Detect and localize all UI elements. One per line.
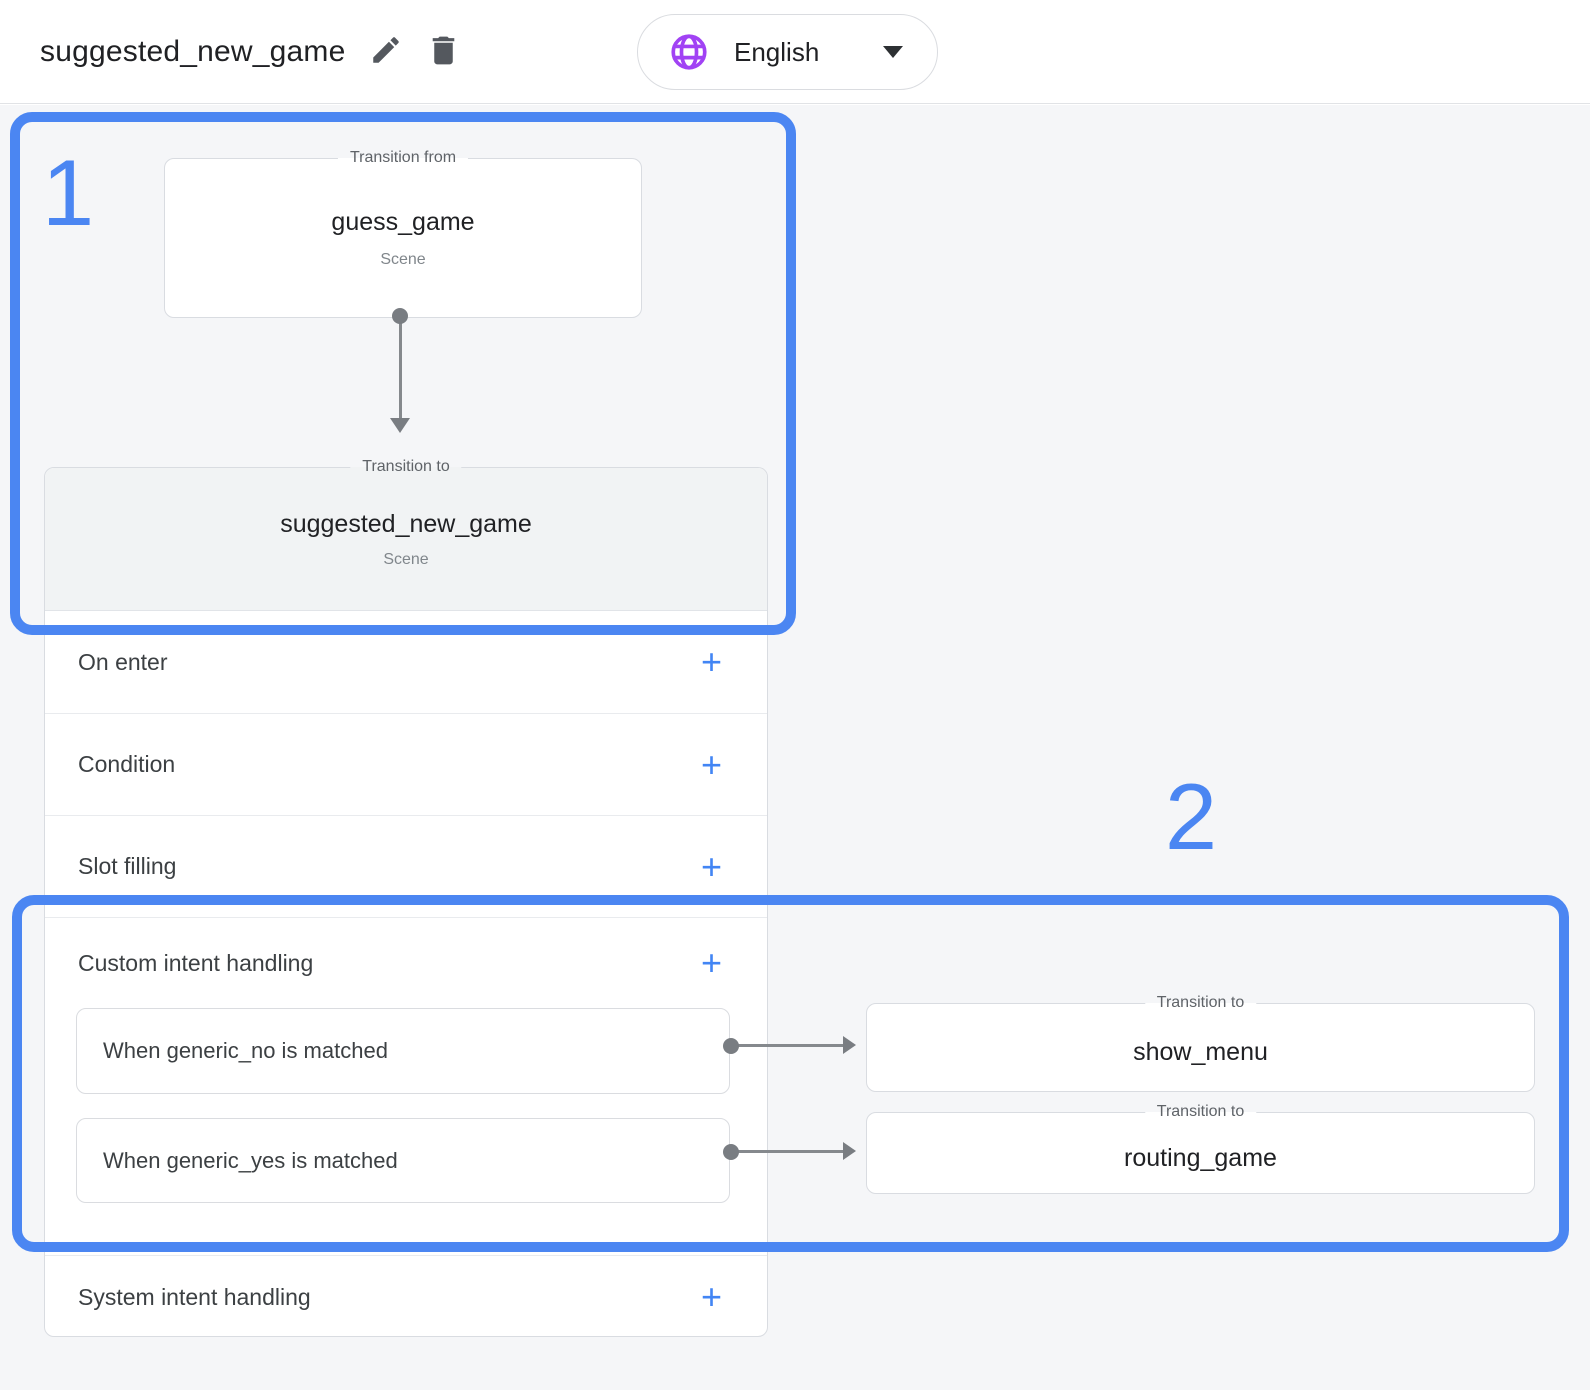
from-scene-name: guess_game [331,207,475,236]
target-legend: Transition to [1144,992,1257,1014]
arrow-down-icon [390,418,410,433]
intent-handler-generic-no[interactable]: When generic_no is matched [76,1008,730,1094]
target-scene-name: show_menu [1133,1038,1268,1066]
custom-intent-label: Custom intent handling [78,949,314,976]
scene-panel: Transition to suggested_new_game Scene O… [44,456,768,1338]
add-system-intent-button[interactable]: + [700,1276,722,1317]
row-slot-filling: Slot filling + [45,815,767,917]
connector-dot [723,1038,739,1054]
intent-handler-generic-yes[interactable]: When generic_yes is matched [76,1118,730,1203]
add-slot-filling-button[interactable]: + [700,845,722,887]
current-scene-type: Scene [383,550,429,568]
header-bar: suggested_new_game English [0,0,1590,104]
language-label: English [734,36,820,67]
handler-text: When generic_no is matched [103,1038,388,1063]
page-title: suggested_new_game [40,34,346,68]
target-scene-name: routing_game [1124,1143,1277,1172]
transition-to-legend: Transition to [350,456,462,478]
condition-label: Condition [78,751,176,777]
pencil-icon [369,33,403,70]
add-custom-intent-button[interactable]: + [700,942,722,983]
chevron-down-icon [883,46,903,58]
target-legend: Transition to [1144,1101,1257,1123]
row-condition: Condition + [45,713,767,815]
language-selector[interactable]: English [637,14,938,90]
transition-to-node[interactable]: Transition to suggested_new_game Scene [45,456,767,611]
transition-from-legend: Transition from [337,147,469,169]
add-condition-button[interactable]: + [700,743,722,785]
connector-dot [723,1144,739,1160]
add-on-enter-button[interactable]: + [700,641,722,682]
slot-filling-label: Slot filling [78,853,177,879]
connector-line [737,1044,845,1047]
arrow-right-icon [843,1036,856,1054]
custom-intent-section: Custom intent handling + When generic_no… [45,917,767,1255]
row-system-intent: System intent handling + [45,1255,767,1338]
system-intent-label: System intent handling [78,1283,311,1310]
transition-from-node[interactable]: Transition from guess_game Scene [164,147,642,318]
connector-line [737,1150,845,1153]
handler-text: When generic_yes is matched [103,1147,398,1173]
edit-scene-button[interactable] [360,26,412,78]
globe-icon [668,31,710,73]
transition-target-show-menu[interactable]: Transition to show_menu [866,992,1535,1092]
delete-scene-button[interactable] [418,26,470,78]
transition-target-routing-game[interactable]: Transition to routing_game [866,1101,1535,1194]
trash-icon [425,32,462,72]
connector-line [399,318,402,420]
arrow-right-icon [843,1142,856,1160]
on-enter-label: On enter [78,648,168,675]
current-scene-name: suggested_new_game [280,509,532,538]
from-scene-type: Scene [380,250,426,268]
row-custom-intent: Custom intent handling + [45,918,767,1008]
connector-dot [392,308,408,324]
row-on-enter: On enter + [45,611,767,713]
